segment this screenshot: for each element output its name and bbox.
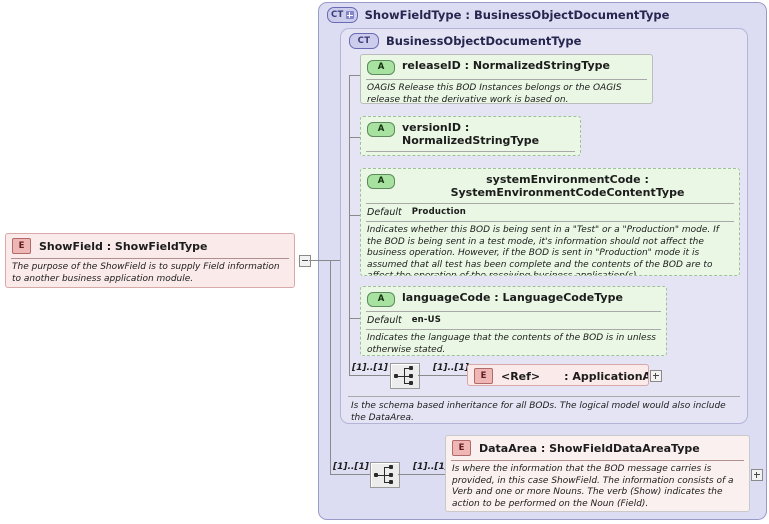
attribute-annotation-languagecode: Indicates the language that the contents…	[367, 333, 656, 355]
sequence-wire-h-3	[384, 482, 389, 483]
attribute-header-languagecode: A languageCode : LanguageCodeType	[361, 287, 666, 311]
element-header-applicationarea: E <Ref> : ApplicationArea	[468, 365, 648, 385]
sequence-node-2	[389, 473, 393, 477]
attribute-default-languagecode: Default en-US	[361, 312, 666, 329]
attribute-title-versionid: versionID : NormalizedStringType	[402, 121, 540, 147]
root-element-title: ShowField : ShowFieldType	[39, 239, 208, 253]
sequence-wire-h-1	[384, 467, 389, 468]
complex-type-badge[interactable]: CT	[327, 7, 358, 23]
attribute-annotation-versionid: Indicates the version of the given BOD d…	[361, 152, 580, 155]
attribute-badge: A	[367, 60, 395, 75]
connector-seq-out-dataarea	[398, 474, 445, 475]
root-element-annotation: The purpose of the ShowField is to suppl…	[12, 262, 280, 284]
divider	[366, 79, 647, 80]
attribute-branch-versionid	[349, 137, 360, 138]
attribute-box-releaseid[interactable]: A releaseID : NormalizedStringType OAGIS…	[360, 54, 653, 104]
sequence-icon[interactable]	[390, 363, 420, 389]
attribute-header-releaseid: A releaseID : NormalizedStringType	[361, 55, 652, 79]
cardinality-right-applicationarea: [1]..[1]	[433, 363, 469, 373]
attribute-default-systemenvironmentcode: Default Production	[361, 204, 739, 221]
divider	[366, 329, 661, 330]
sequence-node-1	[389, 465, 393, 469]
cardinality-right-dataarea: [1]..[1]	[413, 462, 449, 472]
attribute-branch-systemenvironmentcode	[349, 215, 360, 216]
divider	[451, 460, 744, 461]
root-collapse-control[interactable]	[299, 255, 311, 267]
element-box-applicationarea[interactable]: E <Ref> : ApplicationArea	[467, 364, 649, 386]
attribute-branch-releaseid	[349, 75, 360, 76]
element-badge: E	[452, 440, 471, 456]
sequence-wire-h-root	[398, 375, 404, 377]
base-type-header: CT BusinessObjectDocumentType	[341, 29, 747, 49]
expand-control-applicationarea[interactable]	[650, 370, 662, 382]
expand-plus-icon[interactable]	[345, 11, 354, 19]
sequence-icon[interactable]	[370, 462, 400, 488]
attribute-title-systemenvironmentcode: systemEnvironmentCode : SystemEnvironmen…	[450, 173, 685, 199]
sequence-wire-h-3	[404, 383, 409, 384]
base-type-annotation: Is the schema based inheritance for all …	[351, 401, 726, 423]
element-box-dataarea[interactable]: E DataArea : ShowFieldDataAreaType Is wh…	[445, 435, 750, 512]
base-type-badge-label: CT	[357, 35, 371, 46]
divider	[11, 258, 289, 259]
attribute-branch-languagecode	[349, 318, 360, 319]
divider	[366, 221, 734, 222]
sequence-wire-h-2	[404, 375, 409, 377]
default-label: Default	[367, 207, 402, 218]
attribute-tree-trunk	[349, 75, 350, 375]
sequence-node-root	[394, 374, 398, 378]
cardinality-left-applicationarea: [1]..[1]	[352, 363, 388, 373]
expand-control-dataarea[interactable]	[751, 469, 763, 481]
base-type-badge[interactable]: CT	[349, 33, 379, 49]
attribute-title-releaseid: releaseID : NormalizedStringType	[402, 59, 610, 72]
attribute-badge: A	[367, 292, 395, 307]
element-header-dataarea: E DataArea : ShowFieldDataAreaType	[446, 436, 749, 460]
sequence-node-3	[409, 381, 413, 385]
divider	[348, 396, 740, 397]
connector-seq-in-applicationarea	[349, 375, 390, 376]
element-badge: E	[474, 368, 493, 384]
sequence-node-3	[389, 480, 393, 484]
sequence-wire-h-root	[378, 474, 384, 476]
root-element-header: E ShowField : ShowFieldType	[6, 234, 294, 258]
connector-trunk-dataarea	[330, 260, 331, 475]
complex-type-badge-label: CT	[331, 9, 344, 20]
sequence-node-2	[409, 374, 413, 378]
default-label: Default	[367, 315, 402, 326]
complex-type-title: ShowFieldType : BusinessObjectDocumentTy…	[364, 8, 670, 22]
divider	[366, 151, 575, 152]
divider	[366, 311, 661, 312]
element-title-dataarea: DataArea : ShowFieldDataAreaType	[479, 441, 700, 455]
element-annotation-dataarea: Is where the information that the BOD me…	[452, 464, 734, 509]
attribute-annotation-systemenvironmentcode: Indicates whether this BOD is being sent…	[367, 225, 719, 276]
sequence-wire-h-1	[404, 368, 409, 369]
attribute-badge: A	[367, 122, 395, 137]
connector-root-to-container	[309, 260, 340, 261]
default-value: en-US	[411, 315, 442, 325]
attribute-annotation-releaseid: OAGIS Release this BOD Instances belongs…	[367, 83, 622, 104]
element-type-applicationarea: : ApplicationArea	[564, 369, 648, 383]
element-ref-label: <Ref>	[501, 369, 541, 383]
connector-seq-in-dataarea	[330, 474, 370, 475]
complex-type-header: CT ShowFieldType : BusinessObjectDocumen…	[319, 3, 766, 23]
sequence-node-1	[409, 366, 413, 370]
attribute-header-versionid: A versionID : NormalizedStringType	[361, 117, 580, 151]
default-value: Production	[411, 207, 467, 217]
connector-seq-out-applicationarea	[418, 375, 467, 376]
attribute-box-versionid[interactable]: A versionID : NormalizedStringType Indic…	[360, 116, 581, 156]
cardinality-left-dataarea: [1]..[1]	[333, 462, 369, 472]
element-badge: E	[12, 238, 31, 254]
attribute-header-systemenvironmentcode: A systemEnvironmentCode : SystemEnvironm…	[361, 169, 739, 203]
attribute-badge: A	[367, 174, 395, 189]
root-element-box[interactable]: E ShowField : ShowFieldType The purpose …	[5, 233, 295, 288]
attribute-title-languagecode: languageCode : LanguageCodeType	[402, 291, 623, 304]
divider	[366, 203, 734, 204]
sequence-node-root	[374, 473, 378, 477]
base-type-title: BusinessObjectDocumentType	[386, 34, 582, 48]
attribute-box-languagecode[interactable]: A languageCode : LanguageCodeType Defaul…	[360, 286, 667, 356]
attribute-box-systemenvironmentcode[interactable]: A systemEnvironmentCode : SystemEnvironm…	[360, 168, 740, 276]
sequence-wire-h-2	[384, 474, 389, 476]
